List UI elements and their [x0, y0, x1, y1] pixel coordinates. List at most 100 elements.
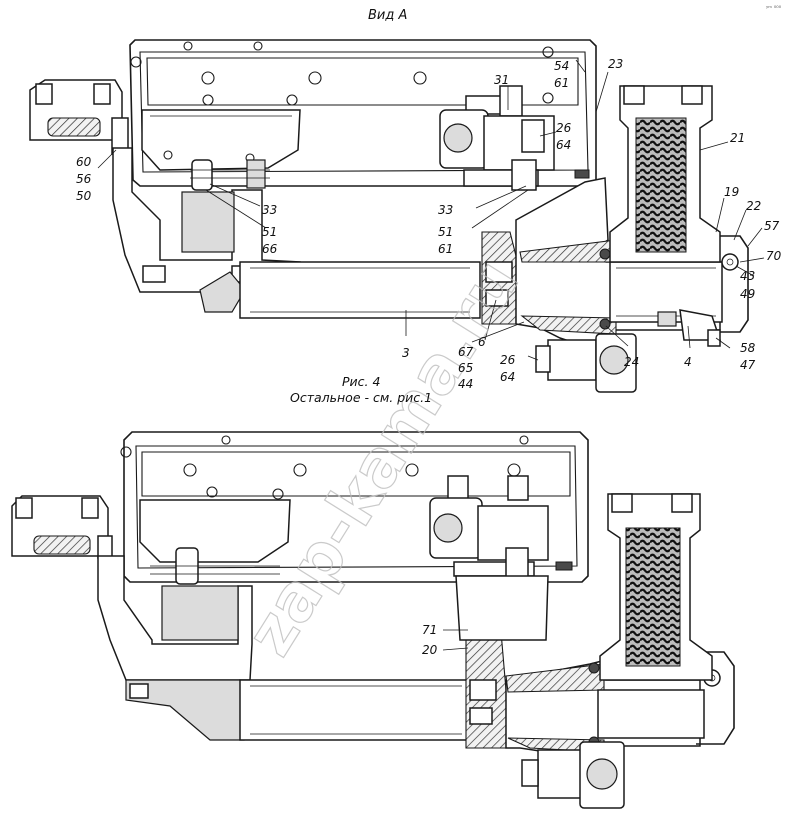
left-housing-bottom	[97, 555, 253, 681]
callout: 66	[262, 242, 278, 256]
bolt-side	[246, 159, 266, 189]
chamber-support	[455, 575, 549, 641]
left-bracket	[141, 109, 301, 171]
seal-ring	[599, 318, 611, 330]
callout: 61	[554, 76, 569, 90]
callout: 20	[422, 643, 438, 657]
bottom-frame-plate	[141, 451, 571, 497]
callout: 19	[724, 185, 739, 199]
spring-pack-bottom	[625, 527, 681, 667]
housing-web-bottom	[161, 585, 239, 641]
left-housing	[112, 147, 301, 293]
hole	[253, 41, 263, 51]
shackle-bolt	[35, 83, 53, 105]
callout: 60	[76, 155, 92, 169]
chamber-bolt	[507, 475, 529, 501]
callout: 70	[766, 249, 782, 263]
lower-chamber	[547, 339, 597, 381]
callout: 65	[458, 361, 473, 375]
axle-tube-3	[239, 261, 481, 319]
callout: 51	[438, 225, 453, 239]
fastener	[521, 119, 545, 153]
housing-web	[181, 191, 235, 253]
lower-chamber-bottom	[537, 749, 583, 799]
bolt-33	[191, 159, 213, 191]
grease-fitting	[657, 311, 677, 327]
callout: 61	[438, 242, 453, 256]
figure-caption-number: Рис. 4	[342, 374, 380, 389]
hole	[542, 92, 554, 104]
nut	[142, 265, 166, 283]
bottom-frame-outer	[123, 431, 589, 583]
center-nut	[485, 289, 509, 307]
callout: 23	[608, 57, 623, 71]
bolt-58	[707, 329, 721, 347]
rubber-bushing-bottom	[33, 535, 91, 555]
callout: 50	[76, 189, 92, 203]
bottom-leaders	[442, 629, 469, 651]
callout: 49	[740, 287, 755, 301]
washer-lines	[190, 169, 270, 179]
arm	[199, 271, 246, 313]
corner-mark: ʸᵐ ⁰⁰⁰	[766, 5, 782, 12]
callout: 58	[740, 341, 756, 355]
callout: 33	[262, 203, 277, 217]
hole	[201, 71, 215, 85]
callout: 3	[402, 346, 410, 360]
hole	[286, 94, 298, 106]
bottom-assembly	[11, 431, 735, 809]
view-title: Вид А	[368, 8, 407, 23]
bolt-33-right	[511, 159, 537, 191]
lower-fitting	[535, 345, 551, 373]
spring-pack	[635, 117, 687, 253]
seal-ring	[599, 248, 611, 260]
callout: 47	[740, 358, 756, 372]
callout: 64	[556, 138, 571, 152]
spring-bolt	[681, 85, 703, 105]
hole	[130, 56, 142, 68]
shaft-section	[443, 123, 473, 153]
end-cap-bottom	[696, 651, 735, 745]
callout: 24	[624, 355, 639, 369]
callout: 22	[746, 199, 761, 213]
axle-tube-bottom	[239, 679, 471, 741]
bolt-head	[163, 150, 173, 160]
spring-bolt	[623, 85, 645, 105]
clip	[574, 169, 590, 179]
bottom-frame-inner	[135, 445, 578, 569]
hole	[202, 94, 214, 106]
figure-caption-note: Остальное - см. рис.1	[290, 390, 432, 405]
hole	[308, 71, 322, 85]
callout: 54	[554, 59, 569, 73]
lower-shaft	[599, 345, 629, 375]
cap-bolt-43	[721, 253, 739, 271]
callout: 44	[458, 377, 473, 391]
callout: 71	[422, 623, 437, 637]
rubber-bushing	[47, 117, 101, 137]
callout: 26	[500, 353, 516, 367]
callout: 31	[494, 73, 509, 87]
callout: 67	[458, 345, 474, 359]
hole	[183, 41, 193, 51]
chamber-bolt	[447, 475, 469, 501]
hole	[413, 71, 427, 85]
callout: 64	[500, 370, 515, 384]
mount-bolt	[499, 85, 523, 117]
top-assembly	[29, 39, 749, 393]
callout: 21	[730, 131, 745, 145]
left-bracket-bottom	[139, 499, 291, 563]
top-frame-plate	[146, 57, 579, 106]
axle-lines	[250, 267, 470, 313]
callout: 26	[556, 121, 572, 135]
center-nut	[485, 261, 513, 283]
hole	[542, 46, 554, 58]
top-leaders	[97, 59, 765, 361]
callout: 4	[684, 355, 692, 369]
callout: 57	[764, 219, 780, 233]
cap-bolt-center	[726, 258, 734, 266]
callout: 33	[438, 203, 453, 217]
callout: 56	[76, 172, 92, 186]
bore-bottom	[597, 689, 705, 739]
